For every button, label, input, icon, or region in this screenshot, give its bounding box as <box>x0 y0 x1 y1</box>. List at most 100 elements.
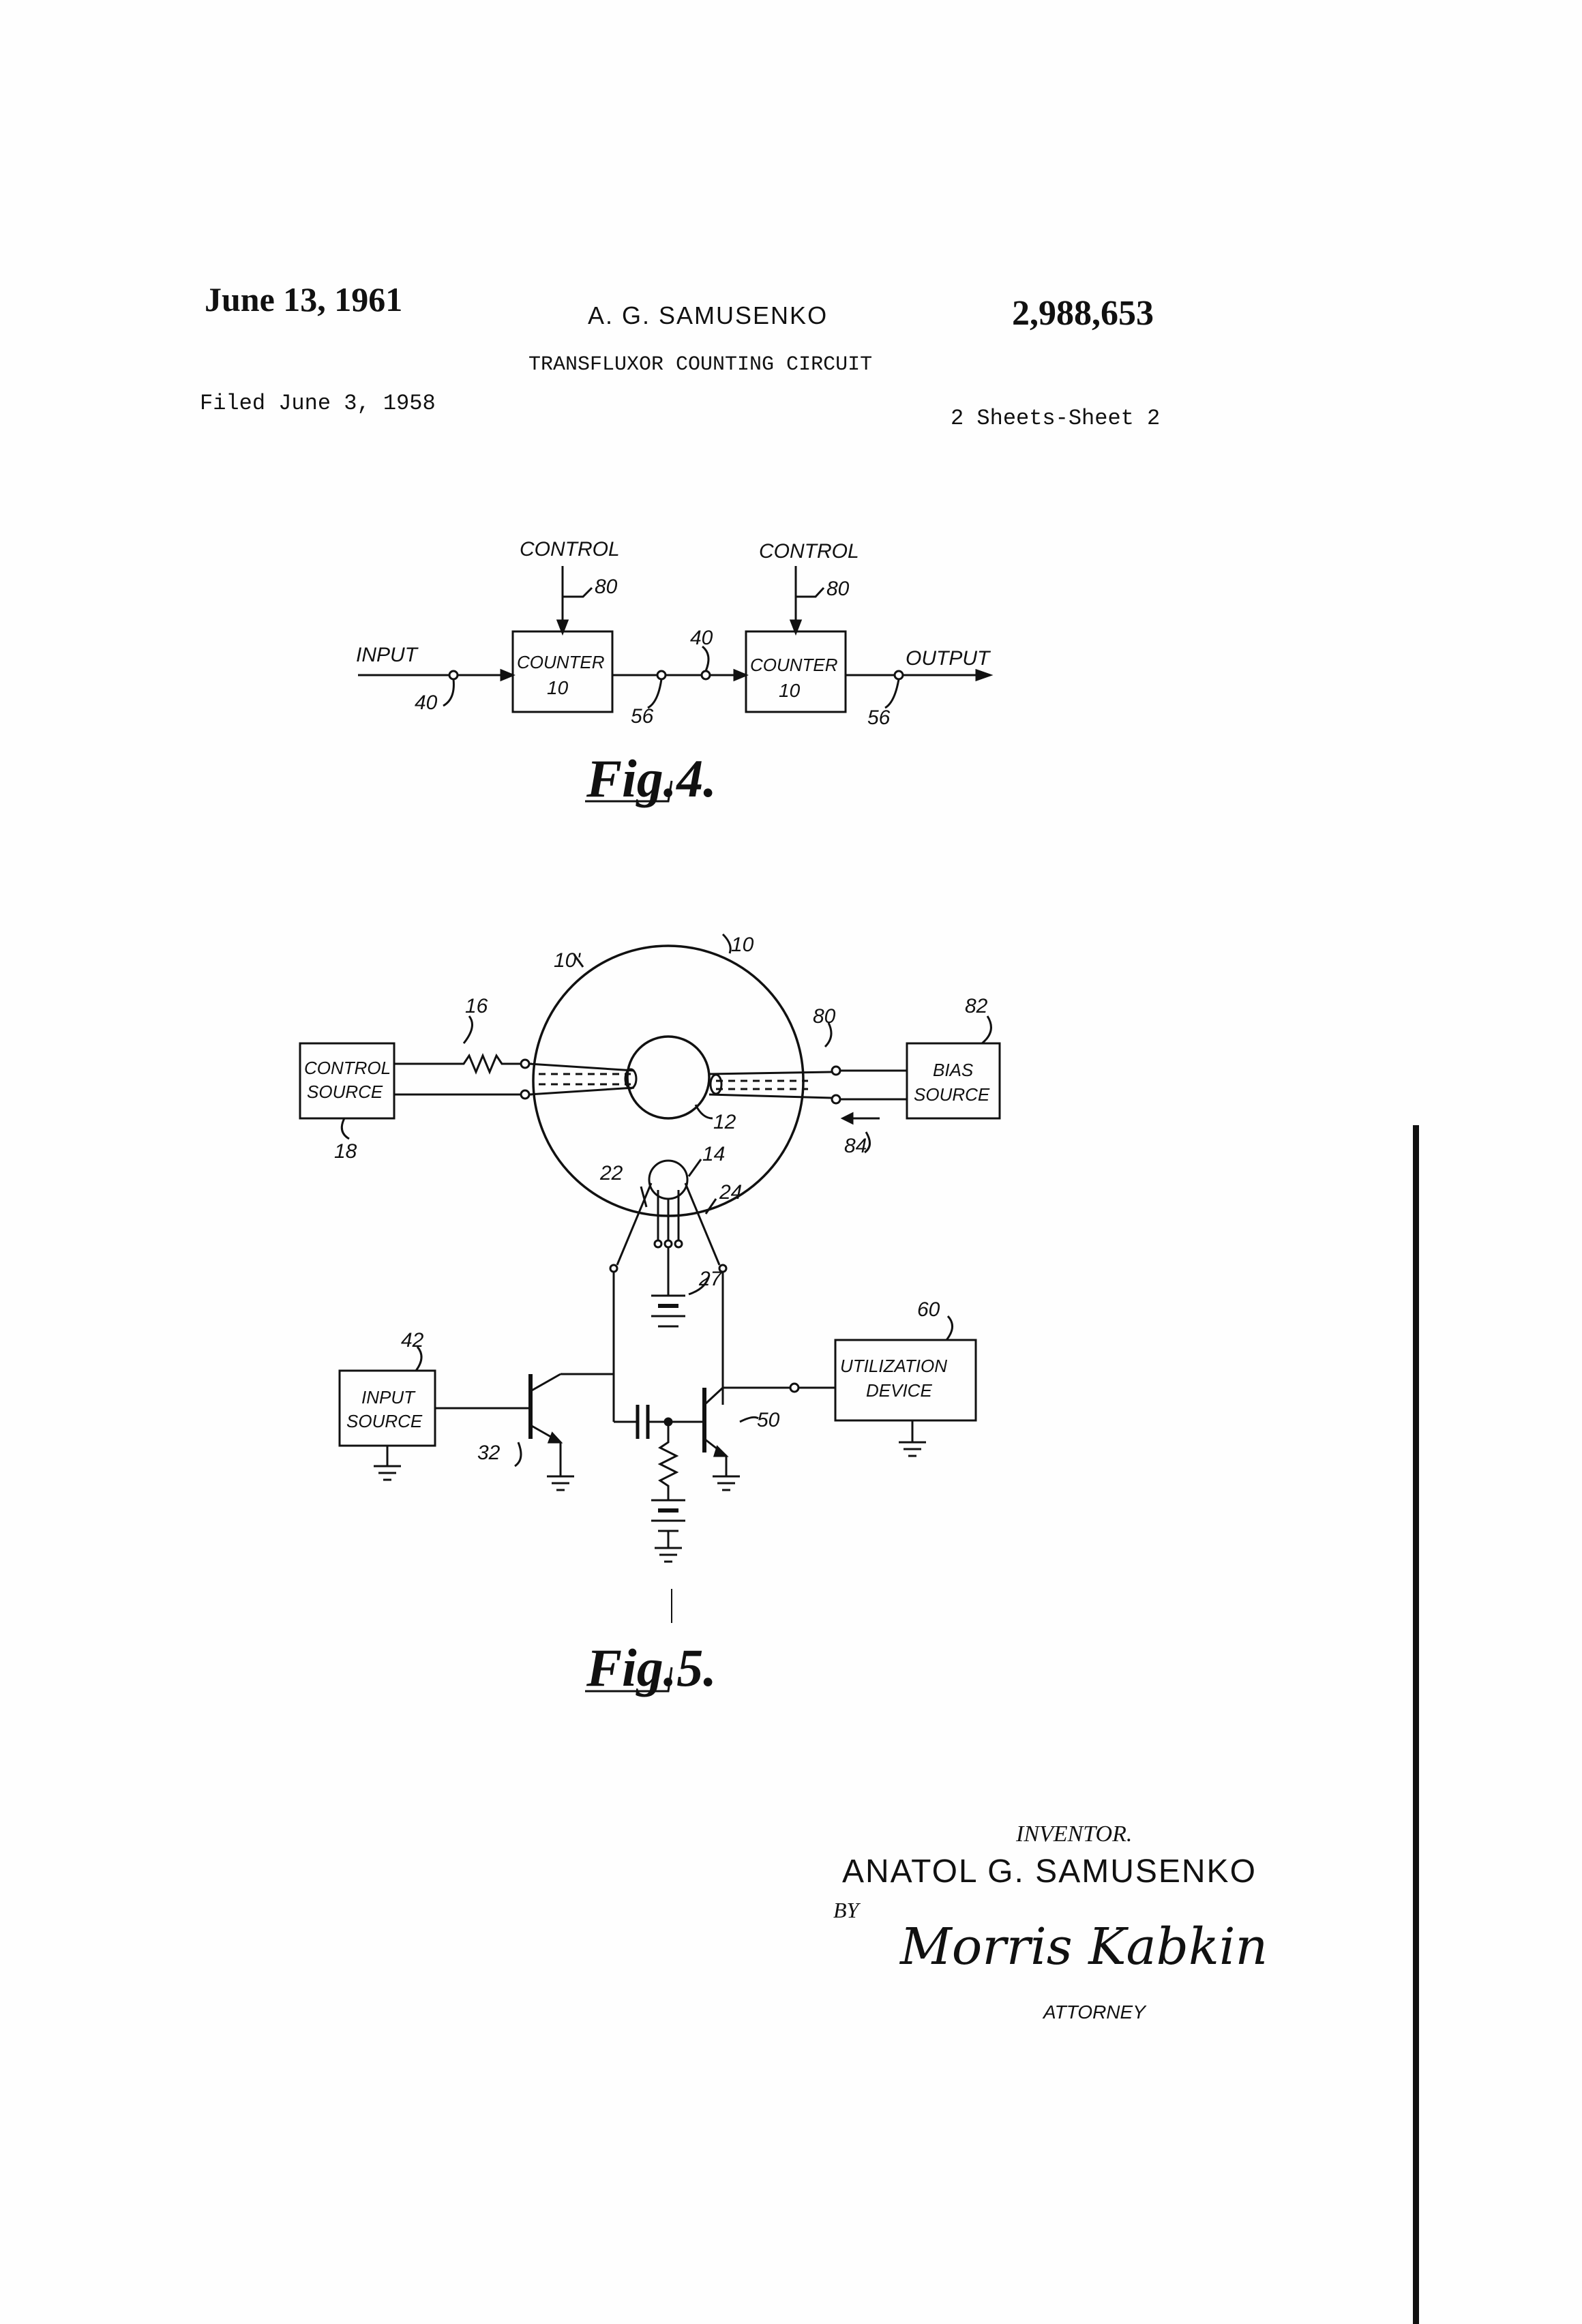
fig5-ref-10: 10 <box>731 934 754 956</box>
fig5-input-source-box <box>338 1369 436 1447</box>
fig5-leader-10prime <box>573 954 584 968</box>
fig4-counter2-num: 10 <box>779 680 801 701</box>
fig5-ref-82: 82 <box>965 995 988 1017</box>
fig5-ref-27: 27 <box>698 1268 723 1290</box>
filed-date: Filed June 3, 1958 <box>200 391 436 416</box>
fig4-input-text: INPUT <box>356 644 419 666</box>
fig5-transistor50-collector <box>703 1386 724 1406</box>
fig5-bias-winding-1 <box>708 1071 833 1075</box>
fig5-bias-winding-loop <box>709 1073 723 1095</box>
attorney-signature: Morris Kabkin <box>899 1918 1268 1976</box>
fig5-ref-32: 32 <box>477 1442 501 1464</box>
fig5-term-ctrl-2 <box>520 1089 531 1100</box>
fig5-core-small-hole <box>648 1159 689 1200</box>
fig5-leader-18 <box>340 1118 350 1140</box>
fig5-leader-27 <box>688 1275 711 1296</box>
scan-edge-bar <box>1413 1125 1419 2324</box>
by-label: BY <box>833 1898 861 1922</box>
fig4-control-text-1: CONTROL <box>520 538 620 561</box>
fig4-terminal-40-mid <box>700 670 711 681</box>
fig5-leader-14 <box>687 1159 702 1177</box>
fig4-control-arrowhead-2 <box>789 619 803 636</box>
fig5-ref-42: 42 <box>401 1329 424 1352</box>
fig5-ref-24: 24 <box>719 1181 742 1204</box>
fig5-transistor32-arrow <box>547 1431 563 1444</box>
fig5-term-bias-1 <box>831 1065 841 1076</box>
fig5-bias-text-1: BIAS <box>933 1060 974 1080</box>
fig5-control-text-1: CONTROL <box>304 1058 391 1078</box>
fig5-utilization-box <box>834 1339 977 1422</box>
fig5-leader-24 <box>704 1198 717 1215</box>
fig5-term-util <box>789 1382 800 1393</box>
attorney-label: ATTORNEY <box>1042 2001 1147 2023</box>
fig5-util-text-2: DEVICE <box>866 1380 932 1401</box>
fig5-leader-50 <box>739 1416 759 1423</box>
patent-number: 2,988,653 <box>1012 294 1154 333</box>
fig5-ctrl-winding-2 <box>528 1086 635 1096</box>
fig4-control-text-2: CONTROL <box>759 540 859 563</box>
fig5-arrowhead-84 <box>840 1112 854 1125</box>
fig5-bias-source-box <box>906 1042 1001 1120</box>
fig4-counter1-text: COUNTER <box>517 652 605 672</box>
fig5-control-source-box <box>299 1042 395 1120</box>
inventor-label: INVENTOR. <box>1015 1821 1132 1847</box>
fig5-term-22 <box>653 1239 663 1249</box>
fig5-ref-80: 80 <box>813 1005 836 1028</box>
fig5-ctrl-winding-loop <box>624 1068 638 1090</box>
fig4-output-text: OUTPUT <box>906 647 991 670</box>
fig5-leader-10 <box>721 933 732 954</box>
fig5-ref-16: 16 <box>465 995 488 1017</box>
fig4-leader-80a <box>563 586 593 598</box>
fig5-ref-50: 50 <box>757 1409 780 1431</box>
fig4-terminal-40-in <box>448 670 459 681</box>
fig4-label: Fig.4. <box>586 749 717 808</box>
fig5-ref-22: 22 <box>599 1162 623 1185</box>
fig4-block-diagram <box>358 566 994 803</box>
fig5-ref-18: 18 <box>334 1140 357 1163</box>
fig4-counter-box-2 <box>745 630 847 713</box>
fig5-util-text-1: UTILIZATION <box>840 1356 947 1376</box>
fig5-leader-80 <box>824 1022 833 1048</box>
fig4-ref-40-in: 40 <box>415 691 438 714</box>
fig5-ref-10prime: 10' <box>554 949 581 972</box>
signature-block: INVENTOR. ANATOL G. SAMUSENKO BY Morris … <box>833 1821 1268 2023</box>
fig4-leader-40-in <box>443 679 455 707</box>
fig5-ref-84: 84 <box>844 1135 867 1157</box>
fig5-term-mid <box>663 1239 673 1249</box>
fig5-label: Fig.5. <box>586 1638 717 1697</box>
fig5-leader-16 <box>462 1015 473 1044</box>
fig5-ref-12: 12 <box>713 1111 736 1133</box>
fig4-input-arrowhead <box>500 668 516 682</box>
fig4-label-underline <box>585 780 673 803</box>
fig5-circuit <box>299 933 1001 1693</box>
fig5-control-text-2: SOURCE <box>307 1082 383 1102</box>
inventor-name-header: A. G. SAMUSENKO <box>588 301 829 329</box>
patent-date: June 13, 1961 <box>205 280 403 318</box>
fig4-counter1-num: 10 <box>547 677 569 698</box>
fig5-leader-22 <box>640 1186 648 1208</box>
fig4-leader-56b <box>884 679 900 709</box>
fig4-ref-80a: 80 <box>595 576 618 598</box>
fig4-ref-56a: 56 <box>631 705 654 728</box>
fig5-input-winding-22a <box>616 1182 653 1266</box>
patent-title: TRANSFLUXOR COUNTING CIRCUIT <box>528 353 873 376</box>
inventor-full-name: ANATOL G. SAMUSENKO <box>842 1853 1257 1890</box>
fig5-bias-resistor <box>657 1422 679 1500</box>
fig5-term-in <box>609 1264 618 1273</box>
fig4-terminal-56b <box>893 670 904 681</box>
fig4-leader-40-mid <box>701 645 710 672</box>
fig5-leader-84 <box>864 1131 871 1154</box>
fig4-link-arrowhead <box>733 668 749 682</box>
fig4-ref-40-mid: 40 <box>690 627 713 649</box>
fig5-term-bias-2 <box>831 1094 841 1105</box>
fig4-ref-80b: 80 <box>826 578 850 600</box>
fig4-counter-box-1 <box>511 630 614 713</box>
fig5-ref-60: 60 <box>917 1298 940 1321</box>
fig5-core-outer <box>532 944 805 1217</box>
fig5-transistor50-arrow <box>713 1445 729 1457</box>
fig4-ref-56b: 56 <box>867 706 891 729</box>
fig5-term-24 <box>674 1239 683 1249</box>
fig5-leader-12 <box>694 1104 713 1120</box>
